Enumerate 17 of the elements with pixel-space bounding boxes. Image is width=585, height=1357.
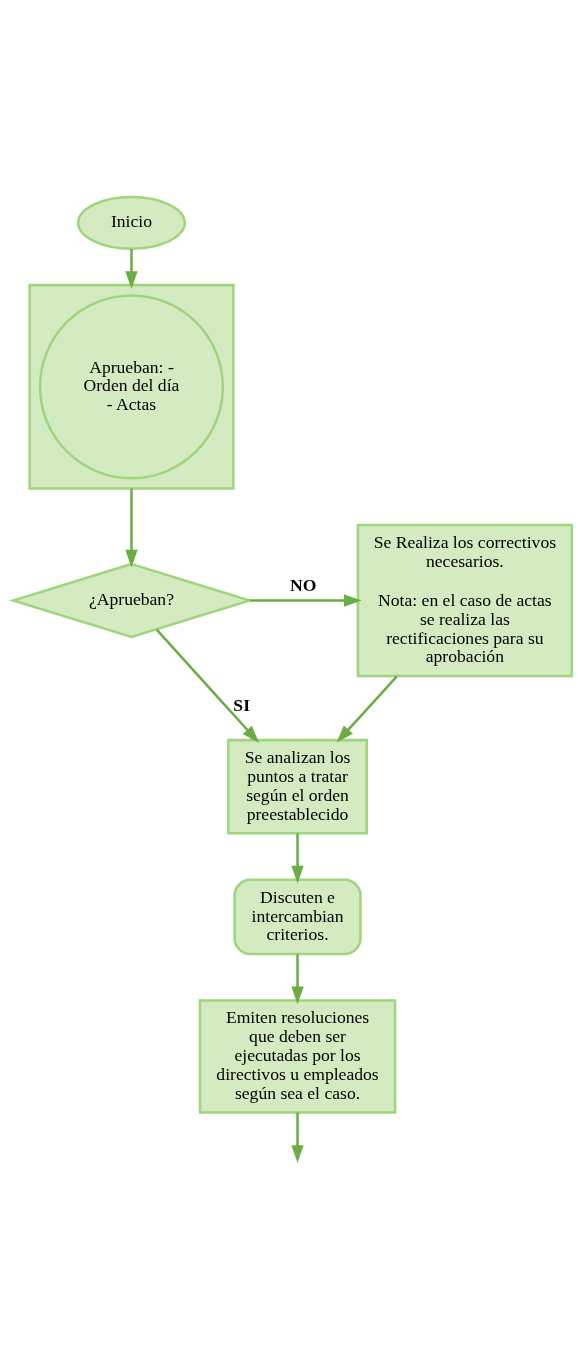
arrow (249, 594, 362, 607)
arrow (291, 833, 304, 884)
arrow (125, 248, 138, 289)
cluster (28, 283, 235, 490)
edge-label: SI (233, 695, 251, 716)
edge-label: NO (289, 574, 317, 595)
arrow (291, 1112, 304, 1163)
node-box: Se analizan los puntos a tratar según el orden preestablecido (227, 738, 368, 835)
node-box: Se Realiza los correctivos necesarios. Nota: en el caso de actas se realiza las rectificaciones para su aprobación (356, 523, 574, 678)
node-circle: Aprueban: - Orden del día - Actas (38, 294, 225, 480)
arrow (125, 488, 138, 568)
node-ellipse: Inicio (76, 195, 186, 250)
arrow (336, 675, 398, 743)
arrow (155, 628, 260, 743)
node-box: Emiten resoluciones que deben ser ejecutadas por los directivos u empleados según sea el caso. (198, 999, 397, 1114)
node-box: Discuten e intercambian criterios. (233, 878, 362, 956)
arrow (291, 954, 304, 1005)
